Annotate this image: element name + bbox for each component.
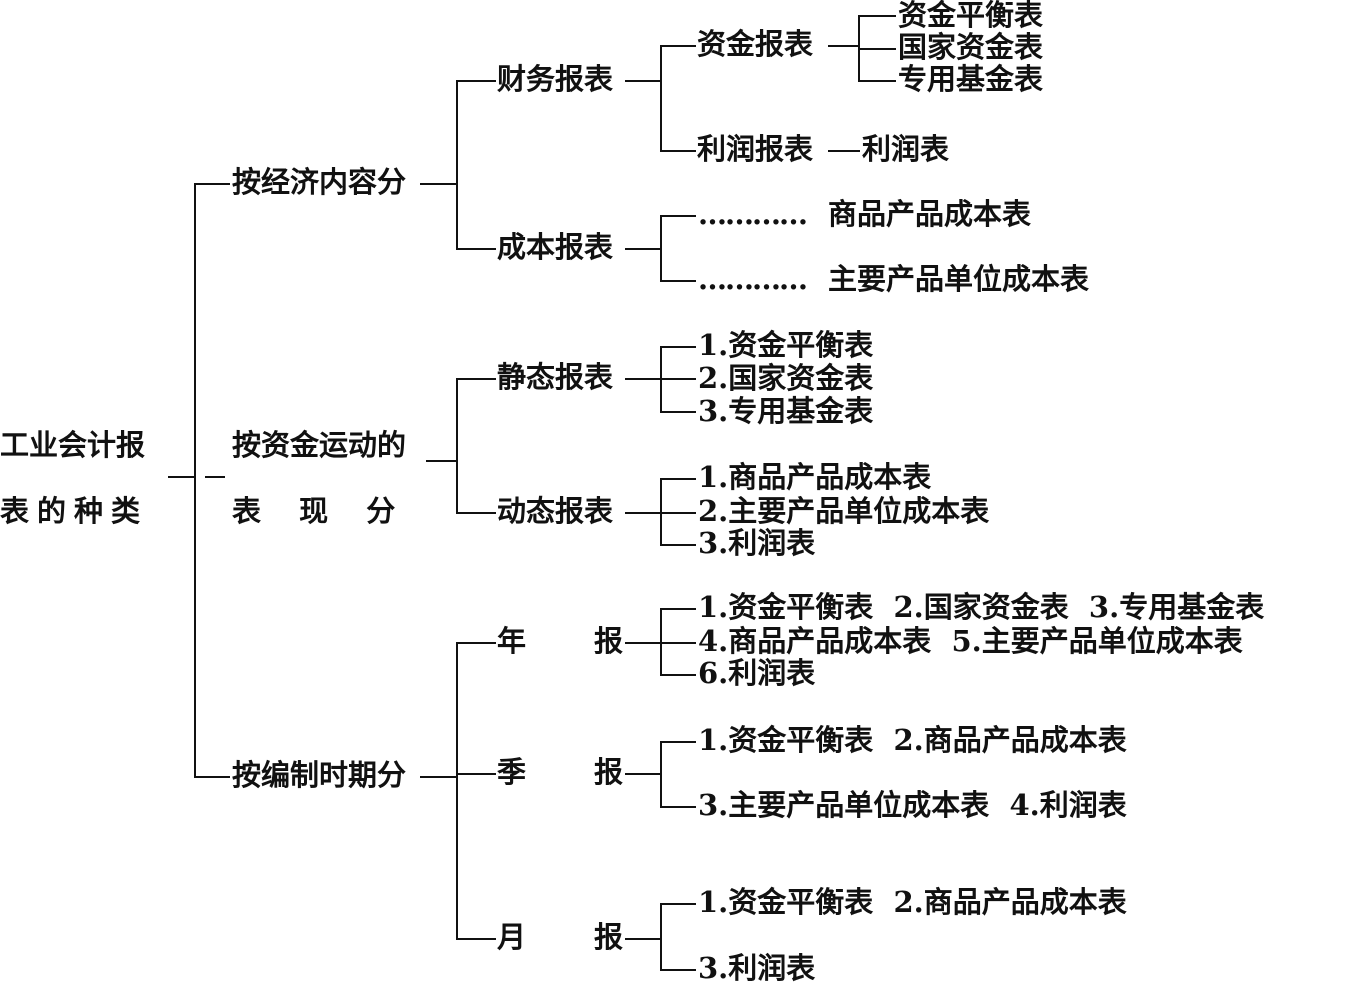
root-label-line2: 表的种类	[0, 494, 149, 528]
connector	[858, 80, 896, 82]
branch-economic-content: 按经济内容分	[232, 165, 407, 199]
connector	[660, 608, 696, 610]
connector	[420, 776, 456, 778]
leaf-static-3: 3.专用基金表	[698, 394, 874, 428]
connector	[660, 903, 662, 969]
node-annual-report-b: 报	[594, 624, 624, 658]
connector	[660, 674, 696, 676]
leaf-quarterly-1: 1.资金平衡表 2.商品产品成本表	[698, 723, 1127, 757]
connector	[660, 478, 662, 544]
connector	[660, 150, 696, 152]
node-annual-report-a: 年	[497, 624, 527, 658]
connector	[660, 280, 696, 282]
connector	[625, 248, 660, 250]
connector	[194, 183, 230, 185]
connector	[660, 378, 696, 380]
leaf-unit-cost-table: 主要产品单位成本表	[828, 262, 1090, 296]
connector	[456, 80, 458, 248]
node-quarterly-report-a: 季	[497, 755, 527, 789]
node-cost-statements: 成本报表	[497, 230, 614, 264]
root-label-line1: 工业会计报	[0, 428, 146, 462]
connector	[660, 544, 696, 546]
node-static-statements: 静态报表	[497, 360, 614, 394]
connector	[625, 80, 660, 82]
branch-fund-movement-line1: 按资金运动的	[232, 428, 407, 462]
leaf-annual-1: 1.资金平衡表 2.国家资金表 3.专用基金表	[698, 590, 1265, 624]
leaf-quarterly-2: 3.主要产品单位成本表 4.利润表	[698, 788, 1127, 822]
leaf-state-fund-table: 国家资金表	[898, 30, 1044, 64]
leaf-annual-3: 6.利润表	[698, 656, 816, 690]
node-financial-statements: 财务报表	[497, 62, 614, 96]
connector	[456, 642, 496, 644]
connector	[456, 773, 496, 775]
connector	[456, 938, 496, 940]
connector	[660, 215, 696, 217]
connector	[660, 478, 696, 480]
connector	[660, 411, 696, 413]
connector	[828, 45, 858, 47]
connector	[625, 642, 660, 644]
connector	[456, 512, 496, 514]
connector	[456, 378, 458, 512]
connector	[660, 512, 696, 514]
connector	[625, 938, 660, 940]
leaf-dynamic-1: 1.商品产品成本表	[698, 460, 932, 494]
connector	[194, 183, 196, 776]
leaf-special-fund-table: 专用基金表	[898, 62, 1044, 96]
node-profit-statements: 利润报表	[697, 132, 814, 166]
leaf-product-cost-table: 商品产品成本表	[828, 197, 1032, 231]
leaf-dynamic-2: 2.主要产品单位成本表	[698, 494, 990, 528]
leaf-annual-2: 4.商品产品成本表 5.主要产品单位成本表	[698, 624, 1243, 658]
leaf-monthly-1: 1.资金平衡表 2.商品产品成本表	[698, 885, 1127, 919]
connector	[660, 346, 696, 348]
connector	[168, 476, 194, 478]
connector	[660, 608, 662, 674]
connector	[660, 741, 662, 806]
node-quarterly-report-b: 报	[594, 755, 624, 789]
leaf-balance-sheet: 资金平衡表	[898, 0, 1044, 32]
connector	[660, 806, 696, 808]
connector	[828, 150, 860, 152]
connector	[858, 15, 896, 17]
connector	[660, 969, 696, 971]
branch-reporting-period: 按编制时期分	[232, 758, 407, 792]
leaf-static-1: 1.资金平衡表	[698, 328, 874, 362]
node-dynamic-statements: 动态报表	[497, 494, 614, 528]
dotted-leader: …………	[698, 197, 808, 231]
connector	[456, 248, 496, 250]
connector	[858, 15, 860, 80]
connector	[858, 48, 896, 50]
node-monthly-report-b: 报	[594, 920, 624, 954]
connector	[660, 741, 696, 743]
connector	[194, 776, 230, 778]
leaf-dynamic-3: 3.利润表	[698, 526, 816, 560]
node-fund-statements: 资金报表	[697, 27, 814, 61]
dotted-leader: …………	[698, 262, 808, 296]
connector	[456, 378, 496, 380]
connector	[456, 642, 458, 938]
connector	[660, 642, 696, 644]
leaf-static-2: 2.国家资金表	[698, 361, 874, 395]
connector	[205, 476, 225, 478]
connector	[426, 460, 456, 462]
branch-fund-movement-line2: 表 现 分	[232, 494, 410, 528]
connector	[660, 45, 696, 47]
connector	[625, 512, 660, 514]
connector	[420, 183, 456, 185]
leaf-monthly-2: 3.利润表	[698, 951, 816, 985]
node-monthly-report-a: 月	[497, 920, 527, 954]
connector	[456, 80, 496, 82]
connector	[625, 378, 660, 380]
connector	[625, 773, 660, 775]
connector	[660, 45, 662, 150]
leaf-profit-table: 利润表	[862, 132, 950, 166]
connector	[660, 215, 662, 280]
connector	[660, 903, 696, 905]
